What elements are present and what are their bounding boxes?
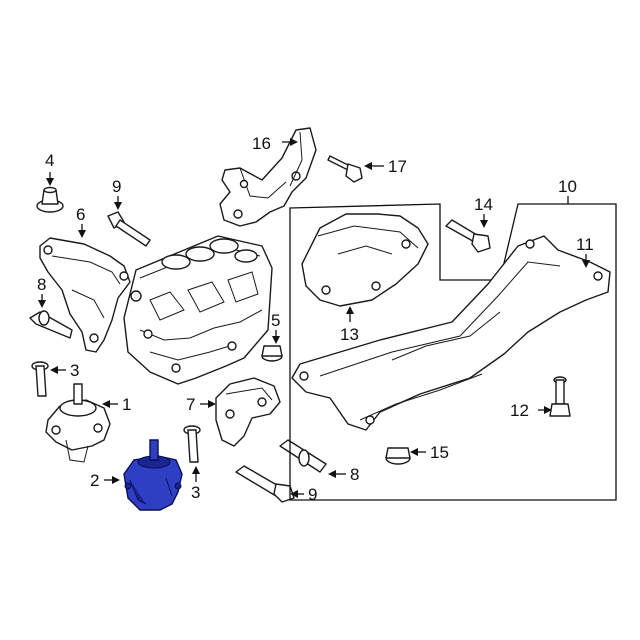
leader-3a [50, 366, 66, 374]
leader-8a [38, 294, 46, 308]
callout-9a: 9 [112, 177, 121, 196]
callout-1: 1 [122, 395, 131, 414]
part-10-assembly-frame [289, 203, 617, 501]
callout-9b: 9 [308, 485, 317, 504]
part-9-bolt-lower[interactable] [235, 465, 295, 503]
callout-14: 14 [474, 195, 493, 214]
callout-15: 15 [430, 443, 449, 462]
part-12-bolt[interactable] [549, 376, 571, 417]
leader-12 [538, 406, 552, 414]
part-3-bolt-left[interactable] [31, 361, 49, 397]
leader-17 [364, 162, 384, 170]
part-1-mount[interactable] [45, 383, 111, 463]
part-8-stud-left[interactable] [29, 310, 73, 339]
callout-7: 7 [186, 395, 195, 414]
part-3-bolt-center[interactable] [183, 425, 201, 463]
callout-2: 2 [90, 471, 99, 490]
callout-6: 6 [76, 205, 85, 224]
callout-8b: 8 [350, 465, 359, 484]
callout-16: 16 [252, 134, 271, 153]
callout-12: 12 [510, 401, 529, 420]
part-4-nut[interactable] [36, 186, 64, 213]
part-2-mount-highlighted[interactable] [123, 439, 183, 511]
callout-3a: 3 [70, 361, 79, 380]
leader-13 [346, 306, 354, 322]
callout-5: 5 [271, 311, 280, 330]
leader-9b [290, 490, 304, 498]
leader-8b [328, 470, 346, 478]
part-15-nut[interactable] [385, 447, 411, 465]
engine-block [123, 235, 273, 385]
leader-9a [114, 196, 122, 210]
callout-17: 17 [388, 157, 407, 176]
part-16-bracket[interactable] [219, 127, 317, 227]
part-5-nut[interactable] [261, 345, 283, 362]
part-9-bolt-upper[interactable] [107, 211, 151, 247]
callout-3b: 3 [191, 483, 200, 502]
callout-10: 10 [558, 177, 577, 196]
part-11-crossmember[interactable] [291, 235, 611, 431]
leader-2 [104, 476, 120, 484]
callout-11: 11 [576, 235, 594, 254]
leader-3b [192, 466, 200, 482]
part-17-bolt[interactable] [327, 155, 363, 183]
part-14-bolt[interactable] [445, 219, 491, 253]
callout-4: 4 [45, 151, 54, 170]
leader-7 [200, 400, 216, 408]
leader-14 [480, 214, 488, 228]
leader-15 [410, 448, 426, 456]
leader-11 [582, 254, 590, 268]
leader-4 [46, 172, 54, 186]
part-7-bracket[interactable] [215, 377, 281, 447]
leader-5 [272, 330, 280, 344]
leader-16 [282, 138, 298, 146]
part-6-bracket[interactable] [39, 237, 131, 353]
callout-8a: 8 [37, 275, 46, 294]
leader-1 [102, 400, 118, 408]
callout-13: 13 [340, 325, 359, 344]
part-13-bracket[interactable] [301, 213, 429, 307]
leader-6 [78, 224, 86, 238]
part-8-stud-center[interactable] [279, 439, 327, 473]
